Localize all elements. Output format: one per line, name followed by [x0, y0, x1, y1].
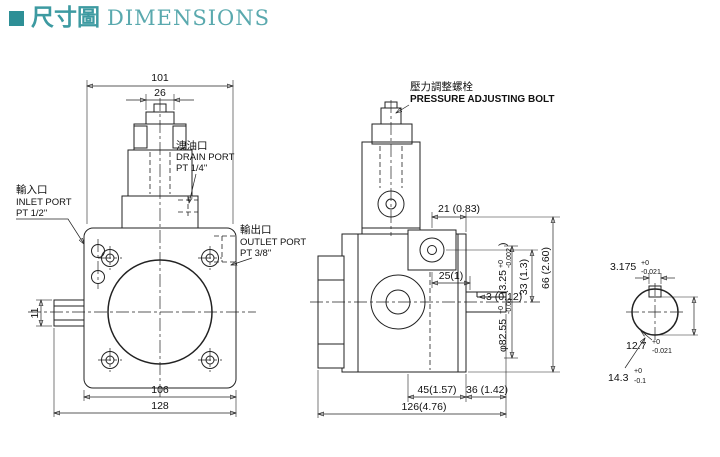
drain-port-size: PT 1/4"	[176, 163, 207, 174]
pressure-bolt-cjk: 壓力調整螺栓	[410, 80, 473, 93]
bore-inch-tol-minus: -0.002	[506, 248, 513, 268]
key-depth-tol-minus: -0.021	[652, 348, 672, 355]
outlet-port-size: PT 3/8"	[240, 248, 271, 259]
dim-25-text: 25(1)	[439, 270, 464, 282]
page-title-en: DIMENSIONS	[107, 6, 270, 30]
dim-126: 126(4.76)	[318, 370, 506, 418]
outlet-port-leader	[231, 257, 253, 265]
dim-66-text: 66 (2.60)	[540, 247, 552, 289]
dim-flat-height: 14.3 +0 -0.1	[608, 338, 646, 385]
drain-port-en: DRAIN PORT	[176, 152, 235, 163]
dim-25: 25(1)	[432, 270, 470, 290]
inlet-port-label: 輸入口 INLET PORT PT 1/2"	[16, 183, 84, 244]
pressure-bolt-en: PRESSURE ADJUSTING BOLT	[410, 94, 554, 105]
key-width-text: 3.175	[610, 261, 636, 273]
dim-45-text: 45(1.57)	[417, 384, 456, 396]
flat-height-tol-minus: -0.1	[634, 378, 646, 385]
flat-height-text: 14.3	[608, 372, 629, 384]
dim-128: 128	[54, 328, 236, 417]
outlet-port-en: OUTLET PORT	[240, 237, 306, 248]
dim-128-text: 128	[151, 400, 169, 412]
dim-106-text: 106	[151, 384, 169, 396]
dim-106: 106	[84, 384, 236, 417]
dim-33-text: 33 (1.3)	[518, 259, 530, 295]
front-view: 101 26 11 106 128	[16, 72, 306, 417]
pressure-bolt-leader	[396, 104, 410, 113]
bore-tol-minus: -0.05	[506, 298, 513, 314]
side-view: 壓力調整螺栓 PRESSURE ADJUSTING BOLT 21 (0.83)…	[310, 80, 560, 418]
mounting-holes	[98, 246, 222, 372]
dim-26: 26	[126, 87, 194, 110]
dim-key-depth: 12.7 +0 -0.021	[626, 297, 698, 355]
dim-101-text: 101	[151, 72, 169, 84]
title-bullet-icon	[9, 11, 24, 26]
inlet-port-en: INLET PORT	[16, 197, 72, 208]
drain-port-label: 洩油口 DRAIN PORT PT 1/4"	[176, 139, 235, 203]
pressure-bolt-label: 壓力調整螺栓 PRESSURE ADJUSTING BOLT	[396, 80, 554, 113]
flat-height-tol-plus: +0	[634, 368, 642, 375]
dim-126-text: 126(4.76)	[402, 401, 447, 413]
key-width-tol-plus: +0	[641, 260, 649, 267]
section-header: 尺寸圖 DIMENSIONS	[9, 7, 270, 30]
dim-key-width: 3.175 +0 -0.021	[610, 260, 675, 284]
bore-inch-tol-plus: +0	[498, 260, 505, 268]
page-title-cjk: 尺寸圖	[31, 5, 100, 31]
drain-port-cjk: 洩油口	[176, 139, 208, 152]
dim-21: 21 (0.83)	[432, 203, 560, 232]
shaft-key-detail: 3.175 +0 -0.021 12.7 +0 -0.021 14.3 +0 -…	[608, 260, 698, 385]
key-width-tol-minus: -0.021	[641, 269, 661, 276]
inlet-port-leader	[16, 218, 84, 244]
mounting-flange	[317, 255, 345, 369]
bore-inch-text: (3.25	[497, 270, 509, 294]
shaft-front	[53, 299, 85, 327]
key-depth-text: 12.7	[626, 340, 647, 352]
inlet-port-holes	[91, 239, 105, 289]
key-depth-tol-plus: +0	[652, 339, 660, 346]
drain-port-leader	[189, 173, 197, 203]
dim-36: 36 (1.42)	[466, 314, 508, 402]
pressure-adjusting-bolt	[371, 101, 413, 145]
inlet-port-size: PT 1/2"	[16, 208, 47, 219]
bore-tol-plus: +0	[498, 306, 505, 314]
bore-inch-close: )	[497, 243, 509, 247]
dim-45: 45(1.57)	[408, 374, 466, 402]
dim-21-text: 21 (0.83)	[438, 203, 480, 215]
bore-metric-text: φ82.55	[497, 319, 509, 352]
dim-26-text: 26	[154, 87, 166, 99]
keyway	[648, 287, 662, 298]
outlet-port-cjk: 輸出口	[240, 223, 272, 236]
dim-101: 101	[87, 72, 233, 224]
inlet-port-cjk: 輸入口	[16, 183, 48, 196]
outlet-port-label: 輸出口 OUTLET PORT PT 3/8"	[231, 223, 306, 265]
dim-33: 33 (1.3)	[446, 250, 538, 302]
dim-11-text: 11	[29, 307, 41, 318]
dim-36-text: 36 (1.42)	[466, 384, 508, 396]
dim-66: 66 (2.60)	[468, 217, 560, 372]
dim-11: 11	[29, 300, 52, 326]
